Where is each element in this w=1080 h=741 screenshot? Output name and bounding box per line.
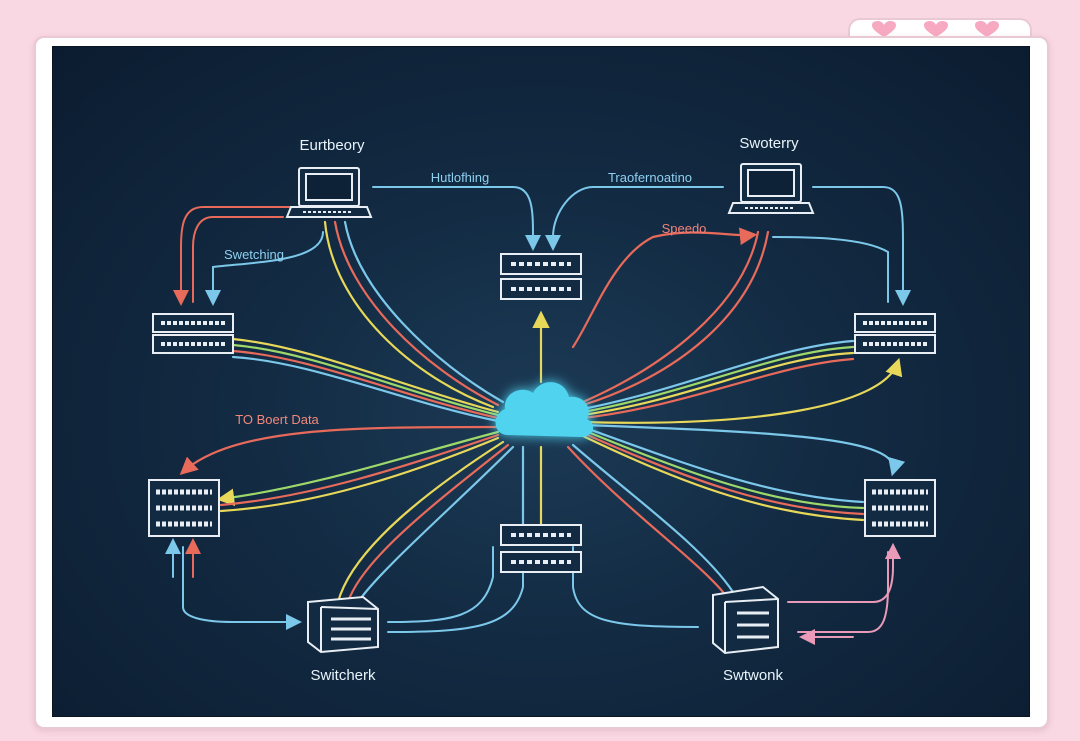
switch-icon	[500, 253, 582, 300]
laptop-icon	[285, 167, 373, 218]
label-top-left-device: Eurtbeory	[299, 137, 365, 154]
server-icon	[712, 585, 779, 655]
connection-lines	[179, 220, 906, 604]
label-bottom-left-device: Switcherk	[310, 667, 376, 684]
label-right-speed: Speedo	[661, 221, 707, 236]
label-top-center-right: Traofernoatino	[607, 170, 693, 185]
server-icon	[148, 479, 220, 537]
laptop-icon	[727, 163, 815, 214]
switch-icon	[152, 313, 234, 354]
server-icon	[307, 595, 379, 654]
server-icon	[864, 479, 936, 537]
switch-icon	[854, 313, 936, 354]
network-diagram: Eurtbeory Swoterry Hutlofhing Traofernoa…	[52, 46, 1030, 717]
loop-arrows	[165, 186, 911, 645]
diagram-svg	[148, 163, 936, 655]
label-left-data: TO Boert Data	[235, 412, 319, 427]
label-top-center-left: Hutlofhing	[430, 170, 490, 185]
cloud-icon	[495, 382, 594, 437]
heart-icon	[924, 21, 948, 37]
label-left-switching: Swetching	[224, 247, 284, 262]
heart-icon	[975, 21, 999, 37]
label-top-right-device: Swoterry	[739, 135, 799, 152]
label-bottom-right-device: Swtwonk	[722, 667, 784, 684]
heart-icon	[872, 21, 896, 37]
switch-icon	[500, 524, 582, 573]
